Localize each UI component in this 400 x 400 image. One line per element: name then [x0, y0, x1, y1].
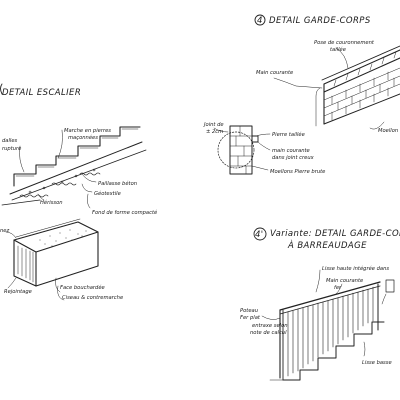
- label-main-courante: Main courante: [256, 70, 293, 76]
- detail-callout-circle: [217, 131, 255, 169]
- wall-section: [217, 125, 259, 175]
- balustrade-title: Variante: DETAIL GARDE-CORPS: [270, 229, 400, 239]
- stair-title: DETAIL ESCALIER: [2, 88, 81, 98]
- label-poteau: Poteau: [240, 308, 259, 314]
- balustrade-number: 4': [255, 230, 264, 240]
- balustrade-detail: 4' Variante: DETAIL GARDE-CORPS À BARREA…: [240, 227, 400, 381]
- label-taillee: taillée: [330, 46, 346, 53]
- label-ciseau: Ciseau & contremarche: [62, 295, 123, 301]
- label-moellon: Moellon: [378, 128, 398, 134]
- balustrade-number-circle: [253, 227, 267, 241]
- label-dans-joint: dans joint creux: [272, 155, 315, 161]
- label-pierre-taillee: Pierre taillée: [272, 131, 305, 138]
- label-joint2: ± 2cm: [206, 129, 223, 135]
- guardrail-number-circle: [254, 14, 266, 26]
- label-rejointage: Rejointage: [4, 289, 32, 295]
- label-nez: nez: [0, 228, 9, 234]
- label-lisse-haute: Lisse haute intégrée dans: [322, 265, 389, 272]
- stair-steps: [13, 126, 141, 187]
- label-geotextile: Géotextile: [94, 190, 121, 197]
- label-marches: Marche en pierres: [64, 128, 111, 134]
- balustrade-subtitle: À BARREAUDAGE: [287, 239, 367, 251]
- coping-block: [13, 218, 99, 287]
- label-main-courante-b: Main courante: [326, 278, 363, 284]
- label-dalles: dalles: [2, 138, 18, 144]
- label-marches2: maçonnées: [68, 134, 98, 141]
- stair-detail: DETAIL ESCALIER Marche en pierres maçonn…: [0, 83, 157, 301]
- label-fer: fer: [334, 285, 342, 291]
- label-joint: Joint de: [203, 122, 224, 128]
- label-lisse-basse: Lisse basse: [362, 360, 392, 366]
- label-main-courante2: main courante: [272, 148, 310, 154]
- guardrail-number: 4: [257, 16, 263, 26]
- label-fer-plat: Fer plat: [240, 315, 261, 321]
- label-rupture: rupture: [2, 146, 21, 152]
- guardrail-detail: 4 DETAIL GARDE-CORPS Pose de couronnemen…: [203, 14, 400, 175]
- balusters: [287, 286, 374, 377]
- label-entraxe: entraxe selon: [252, 323, 288, 329]
- label-herisson: Hérisson: [40, 199, 63, 206]
- label-pose: Pose de couronnement: [314, 40, 375, 46]
- label-paillasse: Paillasse béton: [98, 180, 137, 187]
- label-calcul: note de calcul: [250, 330, 287, 336]
- guardrail-title: DETAIL GARDE-CORPS: [269, 16, 371, 26]
- label-fond: Fond de forme compacté: [92, 209, 157, 216]
- label-face: Face bouchardée: [60, 284, 105, 291]
- label-moellons: Moellons Pierre brute: [270, 169, 325, 175]
